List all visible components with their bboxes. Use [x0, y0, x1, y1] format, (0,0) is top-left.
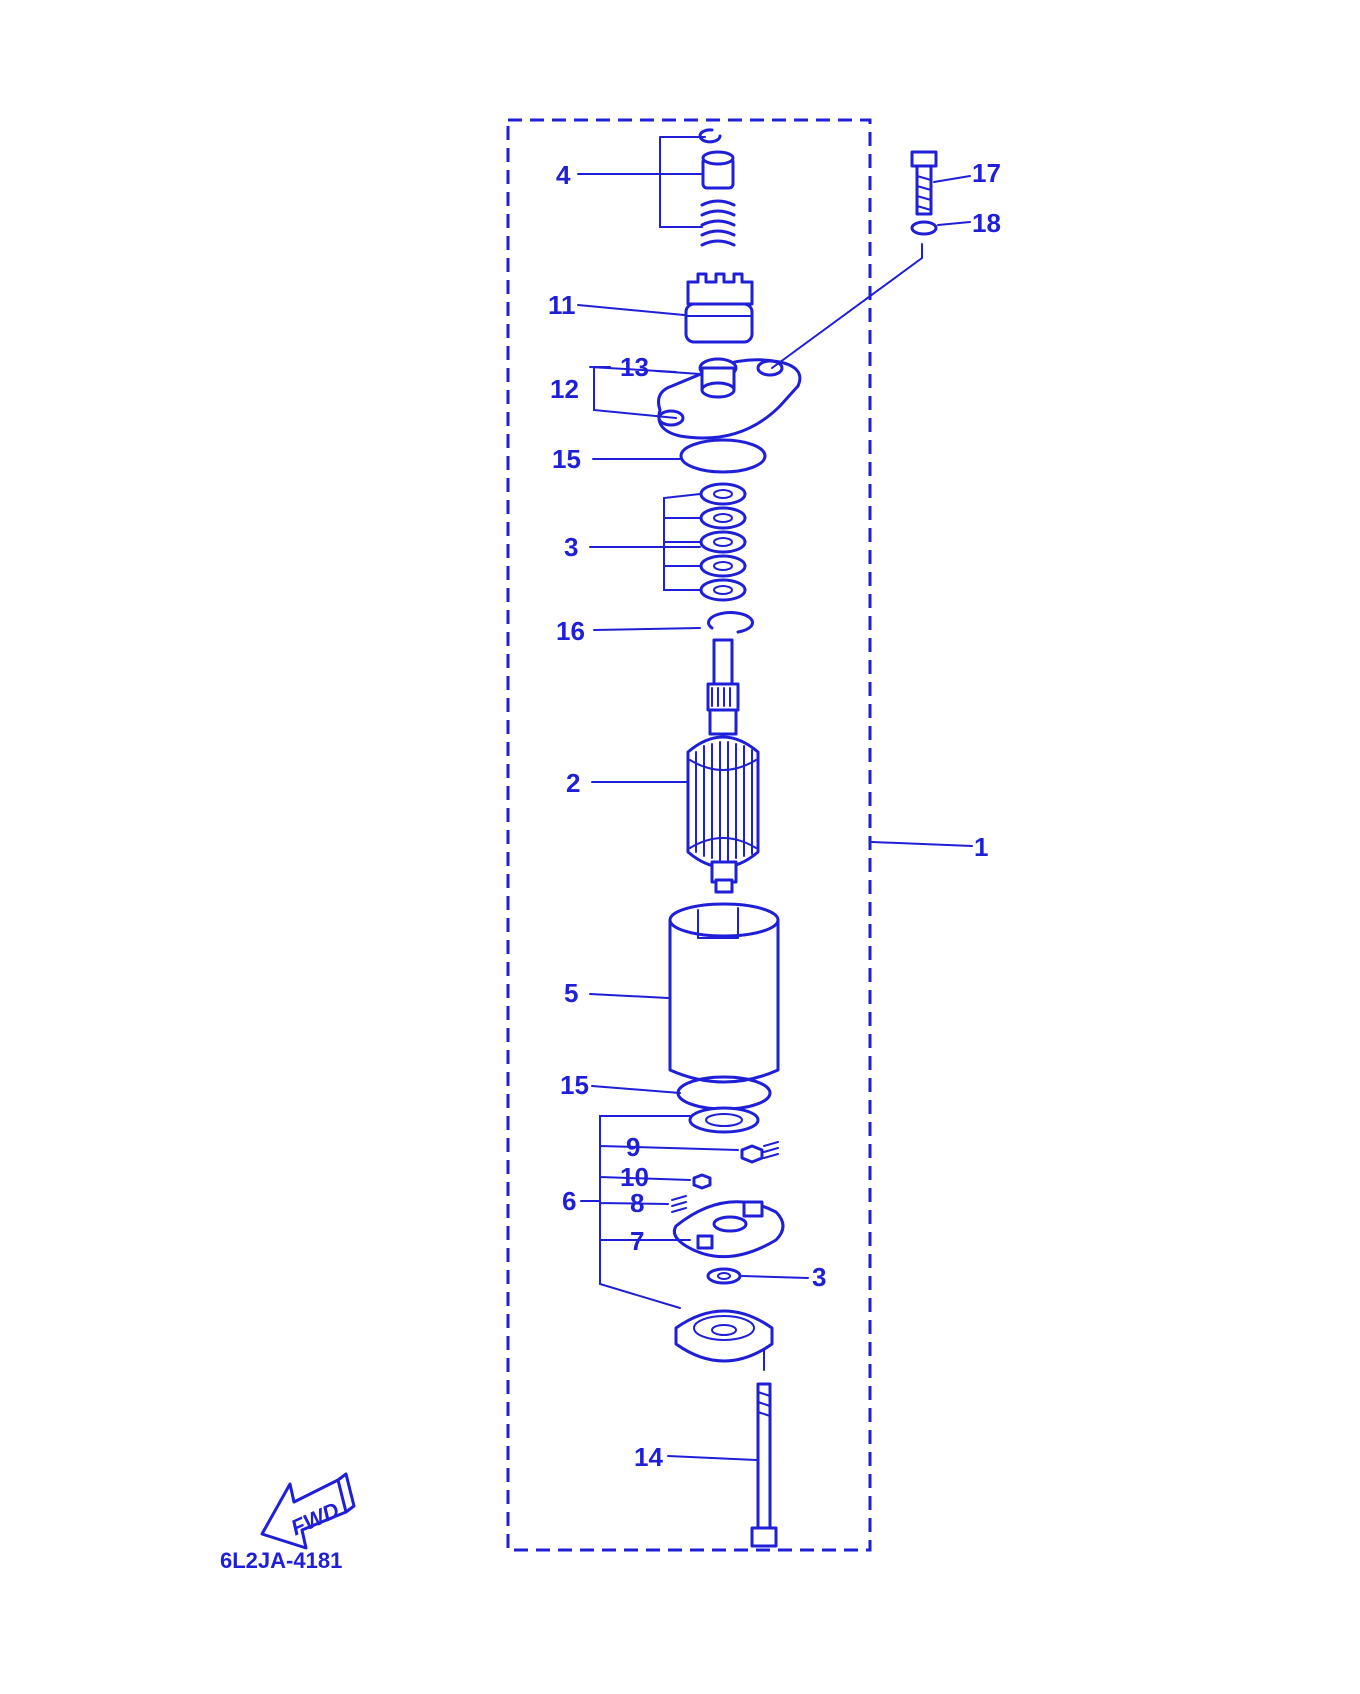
label-10: 10 [620, 1162, 649, 1192]
label-8: 8 [630, 1188, 644, 1218]
part-11-pinion [684, 272, 754, 344]
label-9: 9 [626, 1132, 640, 1162]
label-11: 11 [548, 290, 576, 320]
part-14-through-bolt [750, 1349, 778, 1548]
label-3-lower: 3 [812, 1262, 826, 1292]
label-16: 16 [556, 616, 585, 646]
part-18-washer [910, 220, 938, 236]
part-16-circlip [707, 611, 754, 634]
label-7: 7 [630, 1226, 644, 1256]
label-14: 14 [634, 1442, 663, 1472]
fwd-direction-arrow: FWD [260, 1472, 356, 1550]
label-15-lower: 15 [560, 1070, 589, 1100]
drawing-code: 6L2JA-4181 [220, 1548, 342, 1573]
part-3-washer-stack [699, 482, 747, 602]
part-5-yoke [668, 902, 780, 1084]
label-6: 6 [562, 1186, 576, 1216]
part-4-pinion-stop-set [659, 128, 736, 247]
part-6-rear-bracket-assembly [671, 1106, 785, 1363]
label-5: 5 [564, 978, 578, 1008]
label-17: 17 [972, 158, 1001, 188]
label-1: 1 [974, 832, 988, 862]
part-2-armature [686, 638, 760, 894]
part-12-front-bracket [657, 357, 802, 474]
label-2: 2 [566, 768, 580, 798]
label-3-upper: 3 [564, 532, 578, 562]
label-4: 4 [556, 160, 571, 190]
label-15-upper: 15 [552, 444, 581, 474]
assembly-boundary [506, 118, 872, 1552]
label-12: 12 [550, 374, 579, 404]
part-17-screw [910, 150, 938, 216]
label-18: 18 [972, 208, 1001, 238]
label-13: 13 [620, 352, 649, 382]
